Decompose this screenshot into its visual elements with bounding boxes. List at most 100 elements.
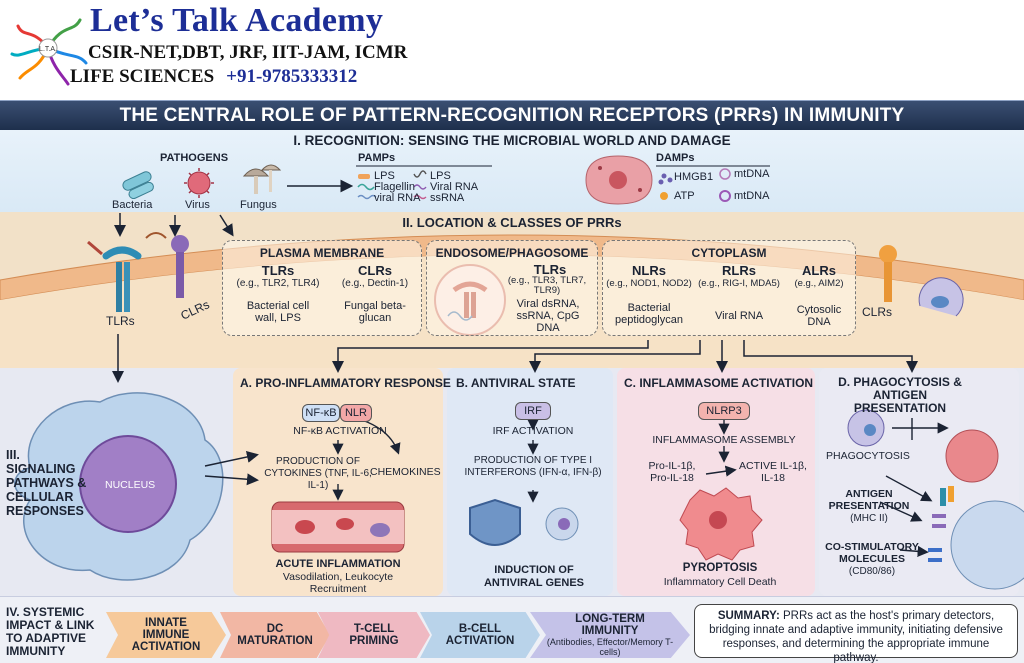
summary-label: SUMMARY: <box>717 610 780 622</box>
rlr-name: RLRs <box>722 263 756 278</box>
virus-icon <box>184 168 214 198</box>
nlrp3-pill: NLRP3 <box>698 402 750 420</box>
panel-d-title: D. PHAGOCYTOSIS & ANTIGEN PRESENTATION <box>838 375 962 415</box>
endosome-tlr-eg: (e.g., TLR3, TLR7, TLR9) <box>507 275 587 296</box>
virus-label: Virus <box>185 199 210 211</box>
brand-subtitle: CSIR-NET,DBT, JRF, IIT-JAM, ICMR <box>88 42 408 63</box>
main-title: THE CENTRAL ROLE OF PATTERN-RECOGNITION … <box>0 100 1024 130</box>
damp-item: mtDNA <box>734 190 770 202</box>
pamp-item: ssRNA <box>430 192 465 204</box>
flow-step-label: T-CELL PRIMING <box>349 623 399 647</box>
clr-receptor-icon <box>145 232 189 298</box>
nucleus-label: NUCLEUS <box>105 479 156 491</box>
header: L.T.A. Let’s Talk Academy CSIR-NET,DBT, … <box>0 0 1024 100</box>
svg-text:L.T.A.: L.T.A. <box>39 46 57 53</box>
alr-eg: (e.g., AIM2) <box>794 278 844 289</box>
bacteria-icon <box>122 171 154 200</box>
damp-icons <box>656 165 770 202</box>
acute-inflammation-label: ACUTE INFLAMMATION <box>275 558 401 570</box>
recognition-title: I. RECOGNITION: SENSING THE MICROBIAL WO… <box>293 133 731 148</box>
flow-step: DC MATURATION <box>220 612 330 658</box>
plasma-clr-ligand: Fungal beta-glucan <box>344 300 406 324</box>
clr-right-receptor-icon <box>879 245 897 302</box>
rlr-ligand: Viral RNA <box>714 310 764 322</box>
cytokines-label: PRODUCTION OF CYTOKINES (TNF, IL-6, IL-1… <box>264 456 372 491</box>
summary-box: SUMMARY: PRRs act as the host's primary … <box>694 604 1018 663</box>
macrophage-cell-icon <box>14 392 224 581</box>
costim-label: CO-STIMULATORY MOLECULES <box>825 541 919 565</box>
pathogen-engulf-icon <box>918 277 964 317</box>
nlr-eg: (e.g., NOD1, NOD2) <box>606 278 692 289</box>
nfkb-pill: NF-κB <box>302 404 340 422</box>
endosome-title: ENDOSOME/PHAGOSOME <box>435 246 589 260</box>
alr-name: ALRs <box>802 263 836 278</box>
pyroptosis-cell-icon <box>679 487 763 561</box>
damaged-cell-icon <box>585 155 653 205</box>
plasma-membrane-box <box>222 240 422 336</box>
t-cell-icon <box>945 429 999 483</box>
plasma-clr-name: CLRs <box>358 263 392 278</box>
plasma-title: PLASMA MEMBRANE <box>259 246 385 260</box>
pamp-item: Viral RNA <box>430 181 479 193</box>
flow-step-label: LONG-TERM IMMUNITY <box>575 613 645 637</box>
irf-pill: IRF <box>515 402 551 420</box>
nlr-ligand: Bacterial peptidoglycan <box>615 302 683 326</box>
pamp-item: viral RNA <box>374 192 421 204</box>
damp-item: HMGB1 <box>674 171 714 183</box>
phagocytosis-label: PHAGOCYTOSIS <box>826 450 910 462</box>
pamp-item: LPS <box>430 170 451 182</box>
damp-item: mtDNA <box>734 168 770 180</box>
panel-c-title: C. INFLAMMASOME ACTIVATION <box>624 376 814 390</box>
phagocyte-icon <box>847 409 885 447</box>
tlr-left-label: TLRs <box>106 314 135 328</box>
active-il-label: ACTIVE IL-1β, IL-18 <box>739 460 807 484</box>
pyroptosis-detail: Inflammatory Cell Death <box>663 576 777 588</box>
inflammasome-assembly: INFLAMMASOME ASSEMBLY <box>652 434 796 446</box>
fungus-label: Fungus <box>240 199 277 211</box>
pamp-item: LPS <box>374 170 395 182</box>
endosome-box <box>426 240 598 336</box>
pamp-icons <box>356 165 492 200</box>
apc-cell-icon <box>928 486 1024 590</box>
cytoplasm-box <box>602 240 856 336</box>
plasma-tlr-ligand: Bacterial cell wall, LPS <box>246 300 310 324</box>
flow-step: INNATE IMMUNE ACTIVATION <box>106 612 226 658</box>
damp-item: ATP <box>674 190 695 202</box>
chemokines-label: CHEMOKINES <box>370 466 441 478</box>
pro-il-label: Pro-IL-1β, Pro-IL-18 <box>648 460 696 484</box>
brand-phone: +91-9785333312 <box>226 66 358 87</box>
cell-icon <box>545 507 579 541</box>
brand-title: Let’s Talk Academy <box>90 2 384 39</box>
signaling-title: III. SIGNALING PATHWAYS & CELLULAR RESPO… <box>6 448 87 518</box>
antigen-presentation-label: ANTIGEN PRESENTATION <box>828 488 910 512</box>
endosome-ligand: Viral dsRNA, ssRNA, CpG DNA <box>516 298 580 334</box>
inflammation-detail: Vasodilation, Leukocyte Recruitment <box>282 571 394 595</box>
plasma-clr-eg: (e.g., Dectin-1) <box>341 278 409 289</box>
pyroptosis-label: PYROPTOSIS <box>682 562 758 574</box>
alr-ligand: Cytosolic DNA <box>796 304 842 328</box>
endosome-tlr-name: TLRs <box>533 262 567 277</box>
bacteria-label: Bacteria <box>112 199 153 211</box>
flow-step-label: INNATE IMMUNE ACTIVATION <box>131 617 201 653</box>
systemic-title: IV. SYSTEMIC IMPACT & LINK TO ADAPTIVE I… <box>6 606 95 658</box>
pamps-label: PAMPs <box>358 152 396 164</box>
nlr-pill: NLR <box>340 404 372 422</box>
summary-text: PRRs act as the host's primary detectors… <box>709 610 1003 663</box>
cd-label: (CD80/86) <box>848 566 896 577</box>
irf-activation: IRF ACTIVATION <box>492 425 574 437</box>
panel-b-title: B. ANTIVIRAL STATE <box>456 376 576 390</box>
flow-step: T-CELL PRIMING <box>318 612 430 658</box>
pamp-item: Flagellin <box>374 181 415 193</box>
pathogens-label: PATHOGENS <box>160 152 229 164</box>
plasma-tlr-eg: (e.g., TLR2, TLR4) <box>236 278 320 289</box>
nfkb-activation: NF-κB ACTIVATION <box>293 425 387 437</box>
panel-a-title: A. PRO-INFLAMMATORY RESPONSE <box>240 376 451 390</box>
rlr-eg: (e.g., RIG-I, MDA5) <box>698 278 780 289</box>
plasma-tlr-name: TLRs <box>261 263 295 278</box>
brand-line3: LIFE SCIENCES +91-9785333312 <box>70 66 357 88</box>
clr-right-label: CLRs <box>862 305 893 319</box>
blood-vessel-icon <box>271 501 405 553</box>
interferon-label: PRODUCTION OF TYPE I INTERFERONS (IFN-α,… <box>464 455 602 478</box>
brand-subject: LIFE SCIENCES <box>70 66 215 87</box>
flow-step-label: DC MATURATION <box>237 623 313 647</box>
